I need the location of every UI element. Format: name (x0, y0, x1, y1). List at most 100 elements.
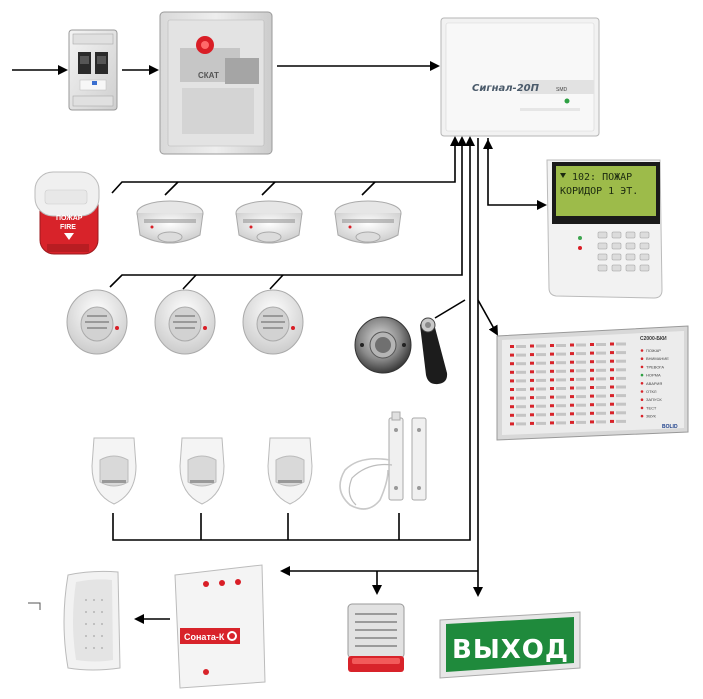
smoke-detector (334, 200, 402, 244)
motion-detector (179, 437, 225, 505)
indicator-brand: BOLID (662, 424, 678, 430)
wire-touch-memory (434, 299, 466, 319)
indicator-title: С2000-БКИ (640, 336, 667, 342)
keypad-buttons (597, 231, 650, 272)
indicator-led (530, 404, 534, 408)
panel-suffix-label: SMD (556, 87, 568, 93)
indicator-led (570, 360, 574, 364)
indicator-zone-slot (556, 387, 566, 390)
wire-panel-keypad (487, 138, 547, 210)
indicator-led (510, 353, 514, 357)
wire-tap-heat-1 (182, 274, 197, 290)
indicator-zone-slot (536, 378, 546, 382)
indicator-led (530, 396, 534, 400)
indicator-zone-slot (596, 394, 606, 398)
indicator-zone-slot (536, 396, 546, 400)
indicator-zone-slot (596, 343, 606, 346)
alarm-bell-icon (560, 173, 566, 178)
indicator-led (590, 420, 594, 424)
indicator-zone-slot (556, 404, 566, 408)
indicator-zone-slot (556, 344, 566, 347)
indicator-zone-slot (576, 369, 586, 373)
indicator-led (590, 343, 594, 346)
indicator-led-grid (510, 342, 626, 426)
indicator-zone-slot (576, 360, 586, 364)
callpoint-label-2: FIRE (60, 224, 76, 231)
indicator-zone-slot (596, 420, 606, 424)
psu-brand-label: СКАТ (198, 71, 219, 80)
indicator-zone-slot (616, 351, 626, 355)
indicator-status-label: ЗВУК (646, 414, 656, 419)
wire-loop-heat (109, 136, 467, 288)
indicator-led (570, 403, 574, 407)
indicator-led (510, 379, 514, 383)
indicator-zone-slot (556, 421, 566, 425)
indicator-led (530, 413, 534, 417)
indicator-led (570, 420, 574, 424)
indicator-zone-slot (536, 344, 546, 348)
wire-tap-smoke-2 (261, 181, 276, 196)
speaker-icon (28, 570, 121, 671)
indicator-led (590, 403, 594, 407)
motion-detector-row (91, 437, 313, 505)
indicator-status-label: ТРЕВОГА (646, 364, 664, 369)
indicator-led (530, 353, 534, 357)
wire-tap-smoke-3 (361, 181, 376, 196)
indicator-zone-slot (596, 360, 606, 364)
sounder-brand-label: Соната-К (184, 632, 225, 642)
indicator-zone-slot (556, 361, 566, 365)
keypad-line-1: 102: ПОЖАР (572, 172, 632, 183)
indicator-led (590, 351, 594, 355)
indicator-status-label: ВНИМАНИЕ (646, 356, 669, 361)
indicator-zone-slot (516, 388, 526, 391)
indicator-led (550, 395, 554, 399)
control-panel: Сигнал-20П SMD (440, 17, 600, 137)
panel-led-icon (564, 98, 570, 104)
indicator-led (510, 345, 514, 348)
wire-tap-smoke-1 (164, 181, 179, 196)
indicator-status-label: ТЕСТ (646, 405, 657, 410)
indicator-led (550, 387, 554, 390)
indicator-led (530, 387, 534, 391)
indicator-zone-slot (576, 395, 586, 399)
indicator-led (530, 370, 534, 374)
indicator-led (530, 361, 534, 365)
heat-detector (242, 289, 304, 355)
indicator-zone-slot (556, 395, 566, 399)
indicator-led (590, 377, 594, 381)
indicator-led (590, 360, 594, 364)
wire-loop-security (112, 136, 475, 541)
indicator-status-led (640, 390, 644, 393)
indicator-zone-slot (516, 345, 526, 348)
indicator-status-led (640, 365, 644, 369)
indicator-led (550, 378, 554, 382)
wiring (12, 61, 547, 624)
indicator-led (610, 342, 614, 346)
indicator-status-led (640, 414, 644, 418)
siren-icon (347, 603, 405, 672)
indicator-zone-slot (536, 370, 546, 374)
indicator-led (590, 368, 594, 372)
indicator-led (570, 412, 574, 416)
indicator-zone-slot (576, 420, 586, 424)
indicator-zone-slot (576, 343, 586, 347)
indicator-zone-slot (616, 394, 626, 398)
indicator-zone-slot (596, 351, 606, 355)
indicator-block: С2000-БКИ ПОЖАРВНИМАНИЕТРЕВОГАНОРМААВАРИ… (496, 325, 689, 441)
exit-sign: ВЫХОД (439, 611, 581, 679)
indicator-led (610, 419, 614, 423)
heat-detector (66, 289, 128, 355)
indicator-zone-slot (536, 387, 546, 391)
indicator-led (570, 395, 574, 399)
motion-detector (91, 437, 137, 505)
manual-call-point: ПОЖАР FIRE (34, 171, 100, 255)
indicator-zone-slot (616, 385, 626, 389)
smoke-detector-row (136, 200, 402, 244)
keypad-console: 102: ПОЖАР КОРИДОР 1 ЭТ. (546, 159, 663, 299)
indicator-led (570, 386, 574, 390)
indicator-led (610, 385, 614, 389)
indicator-led (510, 370, 514, 374)
indicator-led (550, 421, 554, 425)
indicator-zone-slot (616, 411, 626, 415)
